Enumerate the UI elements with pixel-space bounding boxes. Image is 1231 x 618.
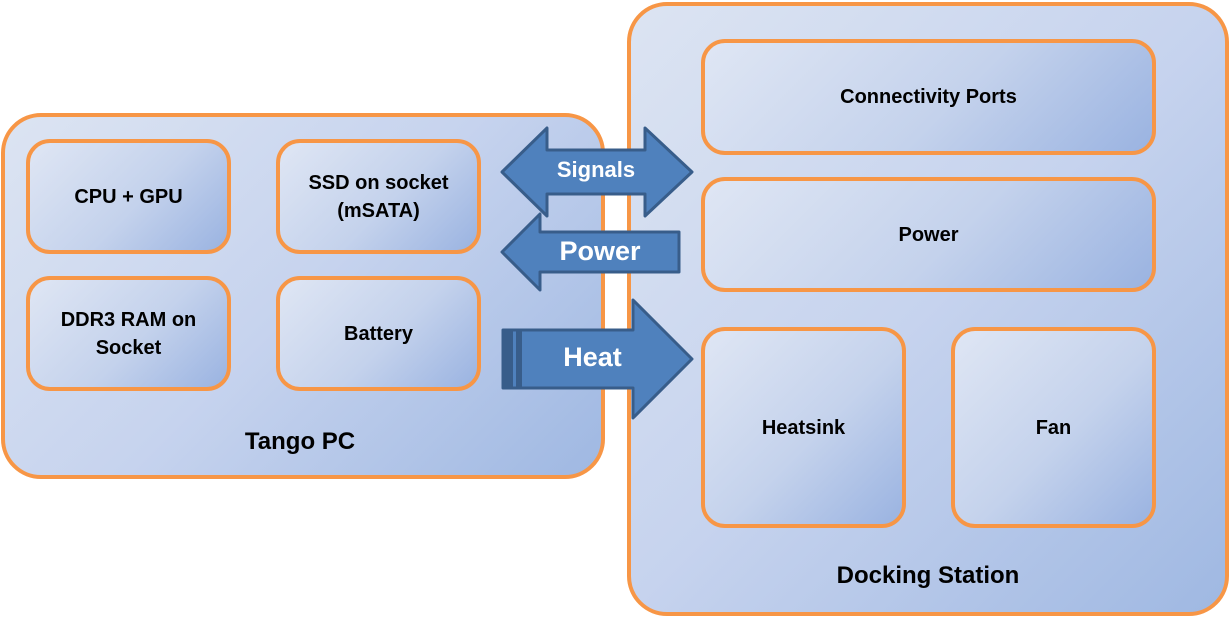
heatsink-label: Heatsink bbox=[761, 416, 846, 439]
power-arrow-label: Power bbox=[559, 236, 641, 266]
ssd-box: SSD on socket (mSATA) bbox=[276, 139, 481, 254]
fan-box: Fan bbox=[951, 327, 1156, 528]
dock-power-label: Power bbox=[898, 223, 959, 246]
battery-box: Battery bbox=[276, 276, 481, 391]
cpu-gpu-box: CPU + GPU bbox=[26, 139, 231, 254]
connectivity-ports-box: Connectivity Ports bbox=[701, 39, 1156, 155]
connectivity-ports-label: Connectivity Ports bbox=[840, 86, 1017, 108]
docking-station-title: Docking Station bbox=[836, 562, 1020, 589]
signals-arrow bbox=[500, 126, 694, 218]
ddr3-ram-label: DDR3 RAM on Socket bbox=[60, 308, 197, 359]
dock-power-box: Power bbox=[701, 177, 1156, 292]
signals-arrow-label: Signals bbox=[556, 157, 636, 182]
cpu-gpu-label: CPU + GPU bbox=[74, 185, 183, 208]
battery-label: Battery bbox=[344, 322, 413, 345]
power-arrow bbox=[500, 212, 681, 292]
ssd-label: SSD on socket (mSATA) bbox=[308, 171, 449, 222]
heat-arrow bbox=[501, 298, 694, 420]
fan-label: Fan bbox=[1035, 416, 1072, 439]
ddr3-ram-box: DDR3 RAM on Socket bbox=[26, 276, 231, 391]
tango-pc-title: Tango PC bbox=[244, 428, 356, 455]
heatsink-box: Heatsink bbox=[701, 327, 906, 528]
heat-arrow-label: Heat bbox=[563, 342, 622, 372]
